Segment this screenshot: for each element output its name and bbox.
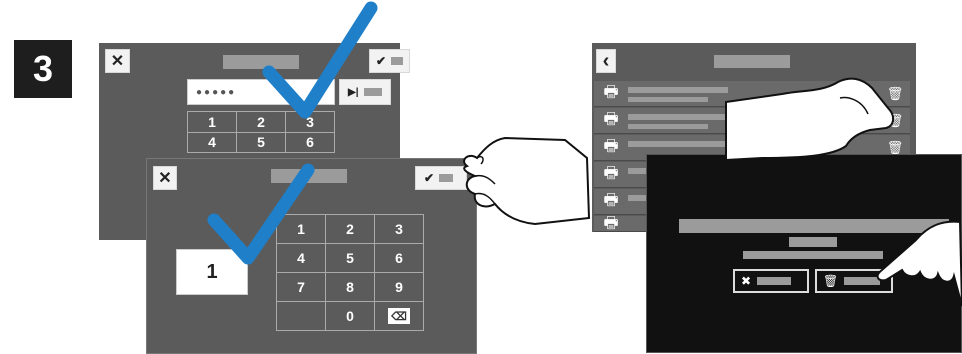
- key-2[interactable]: 2: [326, 215, 375, 244]
- printer-detail: [628, 97, 708, 102]
- key-8[interactable]: 8: [326, 273, 375, 302]
- printer-icon: 🖶: [600, 112, 622, 130]
- hand-pointer-icon: [455, 118, 595, 228]
- backspace-button[interactable]: ⌫: [375, 302, 424, 331]
- confirm-label: [439, 174, 453, 182]
- success-checkmark-icon: [200, 160, 320, 270]
- step-number-badge: 3: [14, 40, 72, 98]
- printer-name: [628, 141, 728, 147]
- printer-detail: [628, 124, 708, 129]
- printer-icon: 🖶: [600, 218, 622, 232]
- dialog-message: [743, 251, 883, 259]
- cancel-label: [757, 277, 791, 285]
- hand-pointer-icon: [722, 72, 912, 164]
- printer-icon: 🖶: [600, 166, 622, 184]
- key-blank: [277, 302, 326, 331]
- key-5[interactable]: 5: [237, 133, 286, 154]
- printer-name: [628, 114, 728, 120]
- hand-pointer-icon: [872, 216, 962, 308]
- key-4[interactable]: 4: [188, 133, 237, 154]
- title-bar: [714, 55, 790, 68]
- cancel-button[interactable]: ✖: [733, 269, 809, 293]
- key-1[interactable]: 1: [188, 112, 237, 133]
- key-7[interactable]: 7: [277, 273, 326, 302]
- printer-icon: 🖶: [600, 139, 622, 157]
- password-value: ●●●●●: [196, 87, 236, 98]
- key-6[interactable]: 6: [375, 244, 424, 273]
- back-button[interactable]: ‹: [596, 49, 616, 73]
- key-9[interactable]: 9: [375, 273, 424, 302]
- key-5[interactable]: 5: [326, 244, 375, 273]
- key-3[interactable]: 3: [375, 215, 424, 244]
- trash-icon: 🗑: [823, 274, 838, 288]
- confirm-label: [391, 57, 403, 65]
- cancel-icon: ✖: [741, 274, 751, 288]
- key-6[interactable]: 6: [286, 133, 335, 154]
- close-button[interactable]: ✕: [105, 49, 130, 73]
- success-checkmark-icon: [255, 0, 380, 125]
- key-0[interactable]: 0: [326, 302, 375, 331]
- close-button[interactable]: ✕: [153, 166, 177, 190]
- close-icon: ✕: [158, 168, 171, 188]
- back-icon: ‹: [603, 50, 610, 73]
- backspace-icon: ⌫: [391, 310, 407, 323]
- close-icon: ✕: [111, 51, 124, 71]
- printer-icon: 🖶: [600, 193, 622, 211]
- check-icon: ✔: [424, 171, 434, 185]
- printer-icon: 🖶: [600, 85, 622, 103]
- dialog-subtitle: [789, 237, 837, 247]
- printer-name: [628, 87, 728, 93]
